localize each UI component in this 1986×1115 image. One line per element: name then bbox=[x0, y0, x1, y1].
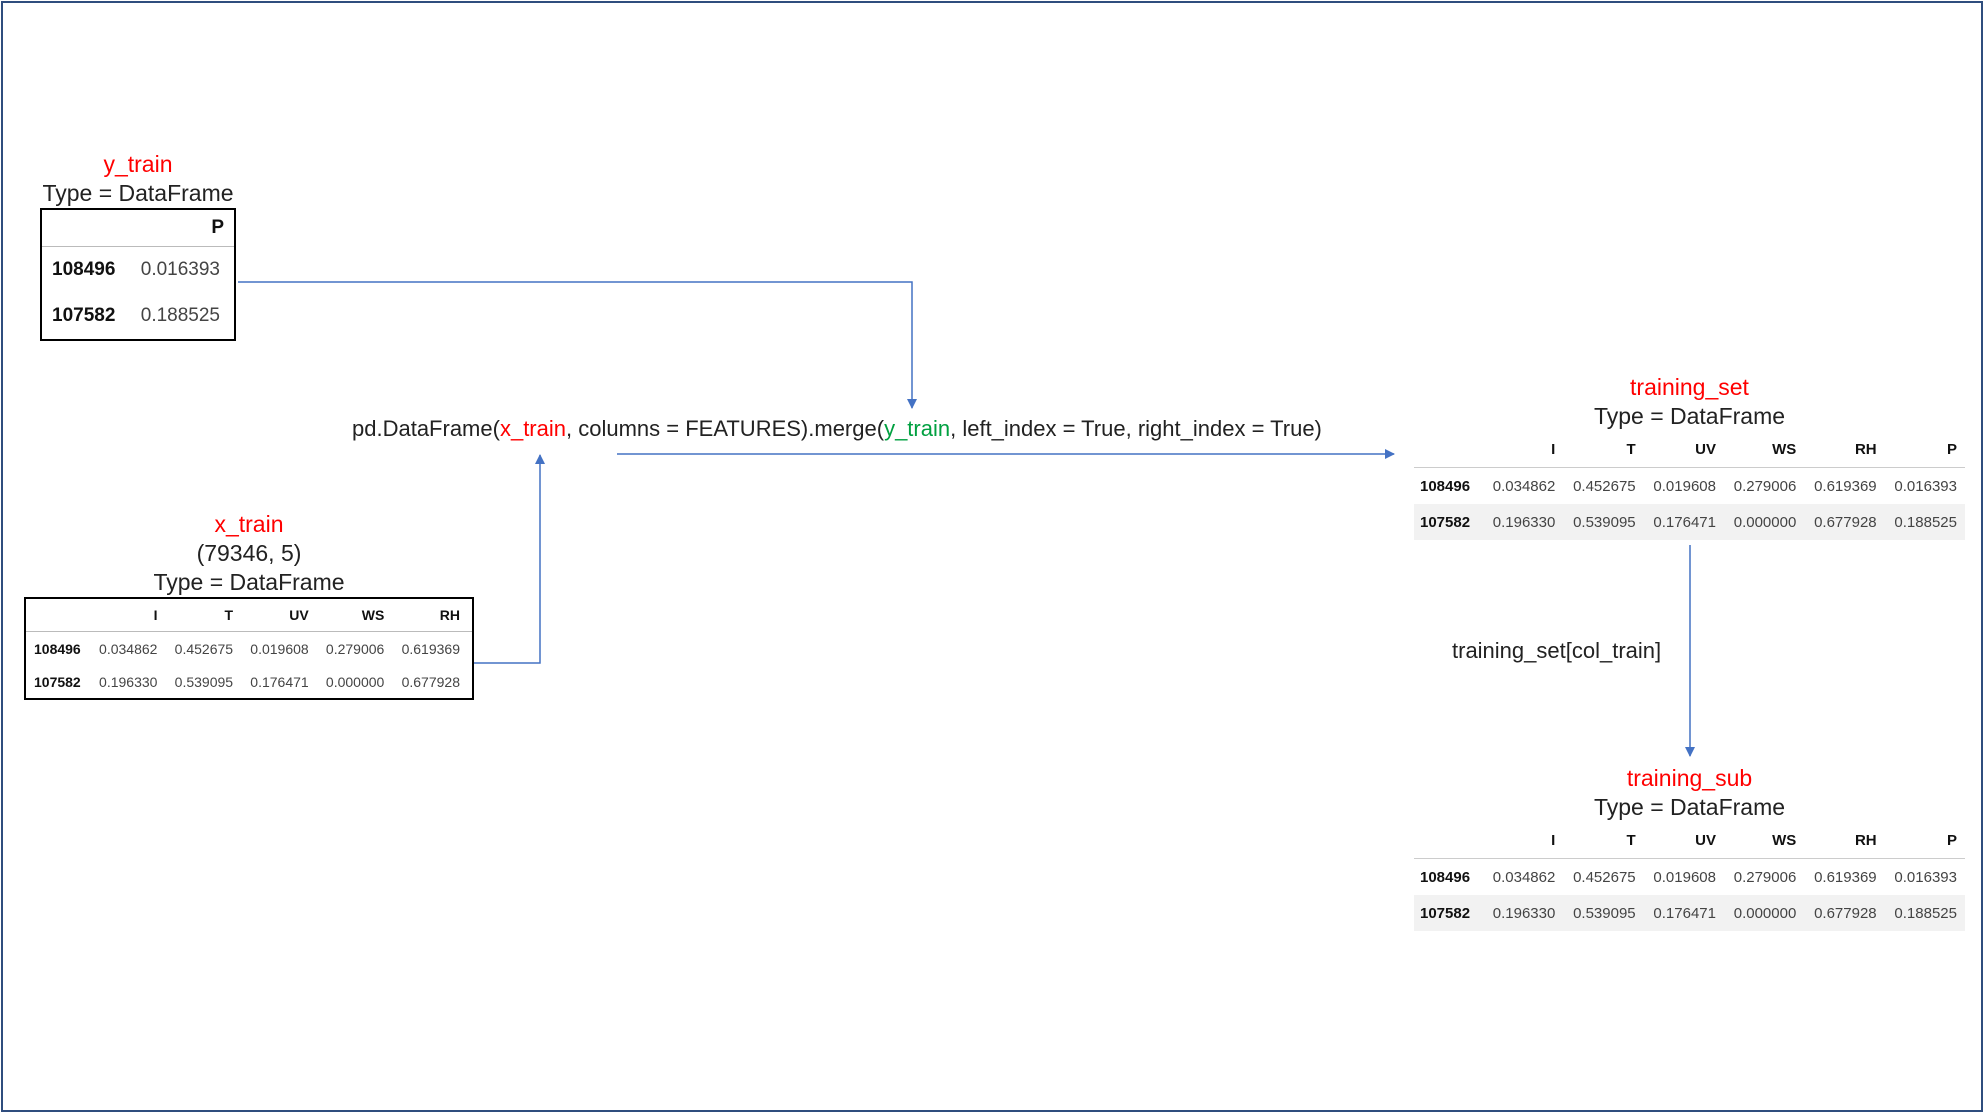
cell-value: 0.539095 bbox=[1563, 895, 1644, 931]
merge-code-part2: , columns = FEATURES).merge( bbox=[566, 416, 885, 441]
cell-value: 0.016393 bbox=[140, 259, 220, 280]
cell-value: 0.452675 bbox=[1563, 858, 1644, 895]
table-row: 107582 0.188525 bbox=[41, 293, 235, 340]
cell-value: 0.034862 bbox=[99, 640, 158, 657]
x-train-table: I T UV WS RH 108496 0.034862 0.452675 0.… bbox=[24, 597, 474, 700]
merge-code-y-train: y_train bbox=[884, 416, 951, 441]
row-index: 107582 bbox=[41, 293, 127, 340]
training-sub-table: I T UV WS RH P 108496 0.034862 0.452675 … bbox=[1414, 822, 1965, 931]
cell-value: 0.176471 bbox=[1643, 504, 1724, 540]
column-header: RH bbox=[1804, 822, 1885, 859]
column-header: P bbox=[1884, 822, 1965, 859]
cell-value: 0.539095 bbox=[169, 665, 246, 699]
cell-value: 0.016393 bbox=[1884, 858, 1965, 895]
column-header: P bbox=[1884, 431, 1965, 468]
column-header: UV bbox=[1643, 822, 1724, 859]
cell-value: 0.034862 bbox=[1483, 858, 1564, 895]
training-sub-title: training_sub bbox=[1626, 765, 1753, 791]
cell-value: 0.452675 bbox=[174, 640, 234, 657]
column-header: RH bbox=[396, 598, 473, 632]
row-index: 107582 bbox=[1414, 895, 1483, 931]
merge-code-part3: , left_index = True, right_index = True) bbox=[950, 416, 1322, 441]
row-index: 108496 bbox=[1414, 858, 1483, 895]
y-train-table: P 108496 0.016393 107582 0.188525 bbox=[40, 208, 236, 341]
cell-value: 0.196330 bbox=[1483, 895, 1564, 931]
column-header: P bbox=[126, 209, 235, 247]
row-index: 108496 bbox=[34, 640, 81, 657]
cell-value: 0.677928 bbox=[1804, 504, 1885, 540]
col-train-code: training_set[col_train] bbox=[1452, 638, 1662, 663]
training-sub-block: training_sub Type = DataFrame I T UV WS … bbox=[1414, 764, 1965, 931]
merge-code-part1: pd.DataFrame( bbox=[352, 416, 500, 441]
cell-value: 0.000000 bbox=[1723, 504, 1805, 540]
index-header bbox=[1414, 822, 1483, 859]
merge-code: pd.DataFrame(x_train, columns = FEATURES… bbox=[352, 416, 1322, 442]
cell-value: 0.000000 bbox=[320, 665, 397, 699]
y-train-type: Type = DataFrame bbox=[42, 180, 234, 206]
table-row: 107582 0.196330 0.539095 0.176471 0.0000… bbox=[25, 665, 473, 699]
column-header: UV bbox=[245, 598, 321, 632]
cell-value: 0.034862 bbox=[1483, 467, 1564, 504]
row-index: 108496 bbox=[52, 259, 116, 280]
cell-value: 0.539095 bbox=[1563, 504, 1644, 540]
arrow-x-train-to-merge bbox=[474, 454, 545, 664]
cell-value: 0.188525 bbox=[126, 293, 235, 340]
column-header: I bbox=[93, 598, 170, 632]
cell-value: 0.016393 bbox=[1884, 467, 1965, 504]
table-row: 107582 0.196330 0.539095 0.176471 0.0000… bbox=[1414, 895, 1965, 931]
cell-value: 0.279006 bbox=[1723, 467, 1805, 504]
y-train-block: y_train Type = DataFrame P 108496 0.0163… bbox=[40, 150, 236, 341]
cell-value: 0.196330 bbox=[1483, 504, 1564, 540]
column-header: T bbox=[169, 598, 246, 632]
cell-value: 0.188525 bbox=[1884, 504, 1965, 540]
row-index: 108496 bbox=[1414, 467, 1483, 504]
cell-value: 0.619369 bbox=[1804, 858, 1885, 895]
training-set-block: training_set Type = DataFrame I T UV WS … bbox=[1414, 373, 1965, 540]
column-header: UV bbox=[1643, 431, 1724, 468]
cell-value: 0.019608 bbox=[1643, 467, 1724, 504]
cell-value: 0.279006 bbox=[1723, 858, 1805, 895]
cell-value: 0.176471 bbox=[245, 665, 321, 699]
cell-value: 0.188525 bbox=[1884, 895, 1965, 931]
x-train-block: x_train (79346, 5) Type = DataFrame I T … bbox=[24, 510, 474, 700]
cell-value: 0.452675 bbox=[1563, 467, 1644, 504]
column-header: WS bbox=[320, 598, 397, 632]
cell-value: 0.196330 bbox=[93, 665, 170, 699]
table-row: 108496 0.034862 0.452675 0.019608 0.2790… bbox=[25, 632, 473, 666]
column-header: I bbox=[1483, 431, 1564, 468]
arrow-y-train-to-merge bbox=[238, 281, 917, 409]
index-header bbox=[25, 598, 94, 632]
y-train-title: y_train bbox=[103, 151, 173, 177]
table-row: 107582 0.196330 0.539095 0.176471 0.0000… bbox=[1414, 504, 1965, 540]
cell-value: 0.019608 bbox=[1643, 858, 1724, 895]
training-set-table: I T UV WS RH P 108496 0.034862 0.452675 … bbox=[1414, 431, 1965, 540]
merge-code-x-train: x_train bbox=[499, 416, 566, 441]
cell-value: 0.019608 bbox=[250, 640, 309, 657]
training-set-type: Type = DataFrame bbox=[1593, 403, 1786, 429]
x-train-type: Type = DataFrame bbox=[153, 569, 345, 595]
cell-value: 0.677928 bbox=[396, 665, 473, 699]
cell-value: 0.000000 bbox=[1723, 895, 1805, 931]
x-train-shape: (79346, 5) bbox=[196, 540, 302, 566]
cell-value: 0.619369 bbox=[1804, 467, 1885, 504]
index-header bbox=[41, 209, 127, 247]
cell-value: 0.279006 bbox=[325, 640, 385, 657]
table-row: 108496 0.016393 bbox=[41, 247, 235, 294]
cell-value: 0.677928 bbox=[1804, 895, 1885, 931]
x-train-title: x_train bbox=[214, 511, 284, 537]
table-row: 108496 0.034862 0.452675 0.019608 0.2790… bbox=[1414, 858, 1965, 895]
training-set-title: training_set bbox=[1630, 374, 1749, 400]
row-index: 107582 bbox=[1414, 504, 1483, 540]
row-index: 107582 bbox=[25, 665, 94, 699]
cell-value: 0.176471 bbox=[1643, 895, 1724, 931]
training-sub-type: Type = DataFrame bbox=[1593, 794, 1786, 820]
column-header: WS bbox=[1723, 822, 1805, 859]
table-row: 108496 0.034862 0.452675 0.019608 0.2790… bbox=[1414, 467, 1965, 504]
cell-value: 0.619369 bbox=[401, 640, 460, 657]
